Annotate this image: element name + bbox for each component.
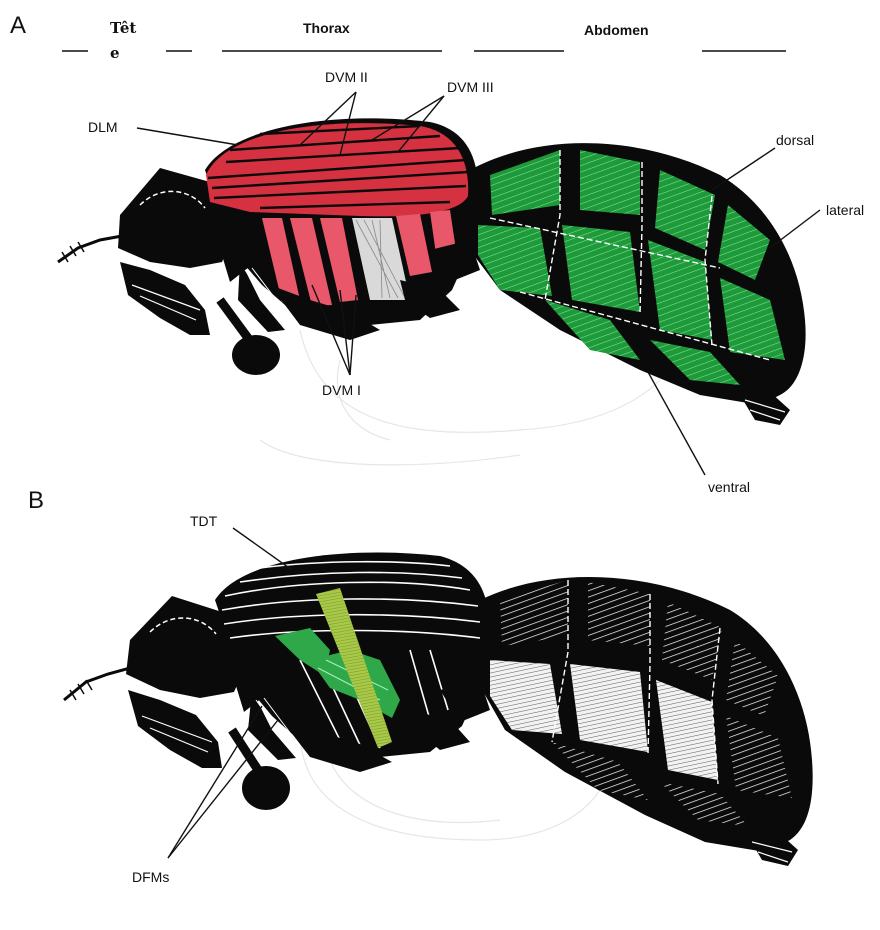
thorax-region-label: Thorax bbox=[303, 20, 350, 36]
fly-body-b bbox=[64, 553, 813, 866]
tdt-label: TDT bbox=[190, 513, 218, 529]
lateral-label: lateral bbox=[826, 202, 864, 218]
dvm2-label: DVM II bbox=[325, 69, 368, 85]
head-region-label: Têt bbox=[110, 19, 136, 37]
dlm-label: DLM bbox=[88, 119, 118, 135]
fly-body-a bbox=[58, 118, 806, 425]
dvm3-label: DVM III bbox=[447, 79, 494, 95]
dorsal-label: dorsal bbox=[776, 132, 814, 148]
panel-b: B bbox=[28, 487, 813, 885]
dfms-label: DFMs bbox=[132, 869, 169, 885]
panel-a-letter: A bbox=[10, 12, 26, 39]
abdominal-muscles bbox=[478, 150, 785, 385]
ventral-label: ventral bbox=[708, 479, 750, 495]
panel-b-letter: B bbox=[28, 487, 44, 514]
abdomen-region-label: Abdomen bbox=[584, 22, 649, 38]
head-region-label-cont: e bbox=[110, 44, 120, 62]
panel-a: A Têt e Thorax Abdomen bbox=[10, 12, 864, 495]
dvm1-label: DVM I bbox=[322, 382, 361, 398]
